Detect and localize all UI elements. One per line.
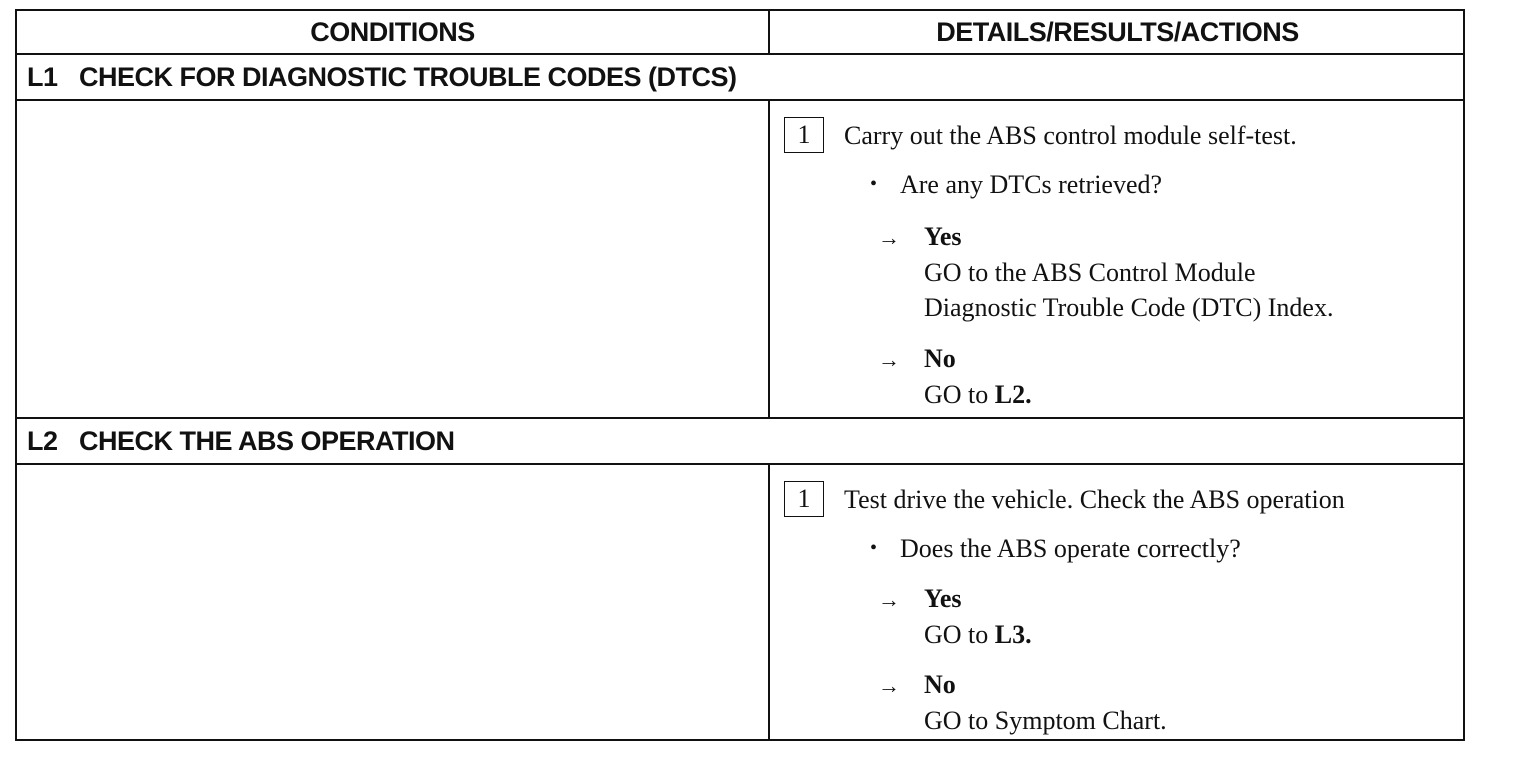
details-header: DETAILS/RESULTS/ACTIONS xyxy=(936,16,1299,47)
conditions-header: CONDITIONS xyxy=(17,11,770,53)
step-l2-no-answer: → No GO to Symptom Chart. xyxy=(878,667,1167,738)
step-l2-details-cell: 1 Test drive the vehicle. Check the ABS … xyxy=(770,465,1463,739)
step-l1-action-text: Carry out the ABS control module self-te… xyxy=(844,120,1297,150)
arrow-right-icon: → xyxy=(878,587,900,612)
diagnostic-table: CONDITIONS DETAILS/RESULTS/ACTIONS L1 CH… xyxy=(15,9,1465,741)
step-l1-body: 1 Carry out the ABS control module self-… xyxy=(17,101,1463,419)
arrow-right-icon: → xyxy=(878,673,900,698)
step-l1-yes-label: Yes xyxy=(924,222,962,251)
step-l2-action-number: 1 xyxy=(784,481,824,517)
step-l2-no-text: GO to Symptom Chart. xyxy=(924,706,1167,735)
step-l2-action-text: Test drive the vehicle. Check the ABS op… xyxy=(844,484,1345,514)
step-l1-no-label: No xyxy=(924,344,956,373)
step-l2-yes-label: Yes xyxy=(924,584,962,613)
step-l1-conditions-cell xyxy=(17,101,770,417)
step-l1-id: L1 xyxy=(27,61,58,92)
step-l1-no-answer: → No GO to L2. xyxy=(878,341,1032,412)
step-l2-yes-text: GO to L3. xyxy=(878,617,1032,652)
step-l1-no-ref: L2. xyxy=(994,380,1032,409)
step-l2-id: L2 xyxy=(27,425,58,456)
step-l1-action: 1 Carry out the ABS control module self-… xyxy=(784,117,1297,153)
table-header: CONDITIONS DETAILS/RESULTS/ACTIONS xyxy=(17,11,1463,55)
step-l1-yes-answer: → Yes GO to the ABS Control Module Diagno… xyxy=(878,219,1333,325)
bullet-icon: • xyxy=(870,537,878,559)
step-l1-no-prefix: GO to xyxy=(924,380,995,409)
step-l2-conditions-cell xyxy=(17,465,770,739)
arrow-right-icon: → xyxy=(878,347,900,372)
arrow-right-icon: → xyxy=(878,225,900,250)
step-l2-title: CHECK THE ABS OPERATION xyxy=(79,425,455,456)
step-l1-yes-text-1: GO to the ABS Control Module xyxy=(924,258,1256,287)
step-l2-body: 1 Test drive the vehicle. Check the ABS … xyxy=(17,465,1463,739)
step-l2-action: 1 Test drive the vehicle. Check the ABS … xyxy=(784,481,1345,517)
step-l1-question-text: Are any DTCs retrieved? xyxy=(900,170,1163,199)
bullet-icon: • xyxy=(870,173,878,195)
step-l2-yes-prefix: GO to xyxy=(924,620,995,649)
step-l1-details-cell: 1 Carry out the ABS control module self-… xyxy=(770,101,1463,417)
step-l1-title-row: L1 CHECK FOR DIAGNOSTIC TROUBLE CODES (D… xyxy=(17,55,1463,101)
step-l2-question-text: Does the ABS operate correctly? xyxy=(900,534,1241,563)
step-l1-question: • Are any DTCs retrieved? xyxy=(870,167,1162,202)
step-l1-yes-text-2: Diagnostic Trouble Code (DTC) Index. xyxy=(924,293,1334,322)
step-l1-no-text: GO to L2. xyxy=(878,377,1032,412)
step-l1-title: CHECK FOR DIAGNOSTIC TROUBLE CODES (DTCS… xyxy=(79,61,737,92)
step-l1-action-number: 1 xyxy=(784,117,824,153)
step-l2-title-row: L2 CHECK THE ABS OPERATION xyxy=(17,419,1463,465)
step-l2-yes-ref: L3. xyxy=(994,620,1032,649)
step-l2-question: • Does the ABS operate correctly? xyxy=(870,531,1241,566)
step-l2-no-label: No xyxy=(924,670,956,699)
step-l2-yes-answer: → Yes GO to L3. xyxy=(878,581,1032,652)
